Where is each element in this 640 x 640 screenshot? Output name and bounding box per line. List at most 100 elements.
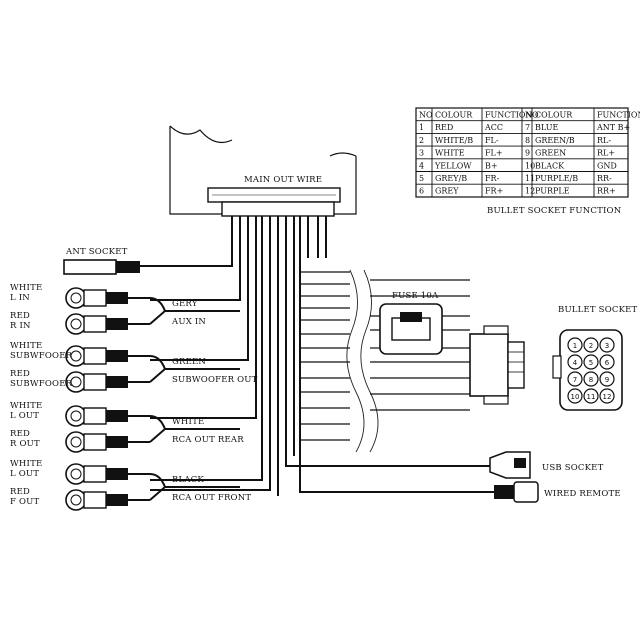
rca-plug — [65, 463, 128, 485]
rca-wire-color: WHITE — [172, 417, 204, 427]
table-cell: RR+ — [597, 187, 616, 196]
wired-remote-jack — [494, 481, 539, 503]
rca-top-label: WHITE — [10, 459, 42, 469]
bullet-pin-number: 12 — [603, 393, 612, 401]
rca-wire-color: BLACK — [172, 475, 204, 485]
table-header-cell: FUNCTION — [485, 111, 532, 120]
table-cell: WHITE/B — [435, 136, 473, 145]
rca-plug — [65, 345, 128, 367]
table-cell: B+ — [485, 161, 498, 170]
table-cell: RR- — [597, 174, 612, 183]
rca-plug — [65, 489, 128, 511]
table-cell: 6 — [419, 187, 424, 196]
table-cell: FL- — [485, 136, 499, 145]
bullet-pin-number: 11 — [587, 393, 596, 401]
rca-top-sublabel: L OUT — [10, 469, 39, 479]
table-cell: ACC — [484, 123, 503, 132]
fuse-label: FUSE 10A — [392, 291, 439, 301]
rca-wire — [128, 415, 167, 443]
table-cell: 2 — [419, 136, 424, 145]
table-cell: FL+ — [485, 149, 503, 158]
fuse-holder — [379, 303, 443, 355]
table-cell: ANT B+ — [596, 123, 630, 132]
table-cell: GREY — [435, 187, 459, 196]
table-cell: 8 — [525, 136, 530, 145]
table-cell: PURPLE/B — [535, 174, 578, 183]
rca-function: AUX IN — [171, 317, 206, 327]
rca-top-sublabel: L OUT — [10, 411, 39, 421]
rca-top-sublabel: SUBWFOOER — [10, 351, 73, 361]
bullet-pin — [583, 337, 599, 353]
table-header-cell: COLOUR — [435, 111, 473, 120]
table-cell: 9 — [525, 149, 530, 158]
table-header-cell: NO — [525, 111, 539, 120]
table-cell: 3 — [419, 149, 424, 158]
bullet-pin-number: 8 — [589, 376, 593, 384]
bullet-pin-number: 2 — [589, 342, 593, 350]
table-cell: FR+ — [485, 187, 503, 196]
rca-top-sublabel: L IN — [10, 293, 30, 303]
table-cell: RL+ — [597, 149, 615, 158]
bullet-pin — [567, 388, 583, 404]
bullet-pin — [583, 388, 599, 404]
table-cell: GREEN/B — [535, 136, 575, 145]
table-cell: 7 — [525, 123, 530, 132]
table-cell: RED — [435, 123, 453, 132]
bullet-pin-number: 7 — [573, 376, 577, 384]
usb-socket — [489, 451, 531, 479]
table-cell: BLUE — [535, 123, 558, 132]
table-cell: 4 — [419, 161, 424, 170]
table-cell: 12 — [525, 187, 535, 196]
table-cell: 10 — [525, 161, 535, 170]
table-cell: 11 — [525, 174, 535, 183]
table-cell: YELLOW — [434, 161, 472, 170]
rca-top-label: WHITE — [10, 283, 42, 293]
rca-bottom-sublabel: F OUT — [10, 497, 40, 507]
rca-bottom-sublabel: SUBWFOOER — [10, 379, 73, 389]
table-header-cell: COLOUR — [535, 111, 573, 120]
bullet-pin-number: 3 — [605, 342, 609, 350]
bullet-pin — [567, 371, 583, 387]
rca-function: RCA OUT REAR — [172, 435, 244, 445]
ant-socket — [63, 259, 140, 275]
rca-top-label: WHITE — [10, 401, 42, 411]
table-cell: GND — [597, 161, 617, 170]
rca-wire — [128, 355, 167, 383]
wire-bundle — [140, 216, 500, 496]
bullet-pin — [599, 337, 615, 353]
harness-plug — [469, 325, 525, 405]
bullet-pin-number: 9 — [605, 376, 609, 384]
rca-plug — [65, 405, 128, 427]
bullet-pin-number: 5 — [589, 359, 593, 367]
table-cell: PURPLE — [535, 187, 570, 196]
table-cell: WHITE — [435, 149, 465, 158]
table-cell: FR- — [485, 174, 500, 183]
bullet-pin-number: 4 — [573, 359, 578, 367]
rca-wire — [128, 473, 167, 501]
bullet-pin — [583, 371, 599, 387]
table-cell: GREEN — [535, 149, 566, 158]
usb-socket-label: USB SOCKET — [542, 463, 604, 473]
rca-plug — [65, 313, 128, 335]
rca-plug — [65, 371, 128, 393]
main-out-wire-label: MAIN OUT WIRE — [244, 175, 322, 185]
rca-function: RCA OUT FRONT — [172, 493, 251, 503]
bullet-socket-label: BULLET SOCKET — [558, 305, 638, 315]
bullet-pin-number: 6 — [605, 359, 610, 367]
table-header-cell: FUNCTION — [597, 111, 640, 120]
rca-bottom-sublabel: R IN — [10, 321, 31, 331]
wired-remote-label: WIRED REMOTE — [544, 489, 621, 499]
rca-wire-color: GERY — [172, 299, 198, 309]
table-cell: BLACK — [535, 161, 565, 170]
bullet-pin — [599, 388, 615, 404]
ant-socket-label: ANT SOCKET — [65, 247, 128, 257]
table-cell: RL- — [597, 136, 611, 145]
rca-top-label: WHITE — [10, 341, 42, 351]
bullet-pin — [599, 371, 615, 387]
table-cell: 5 — [419, 174, 424, 183]
rca-bottom-label: RED — [10, 369, 30, 379]
rca-function: SUBWOOFER OUT — [172, 375, 258, 385]
bullet-pin — [599, 354, 615, 370]
